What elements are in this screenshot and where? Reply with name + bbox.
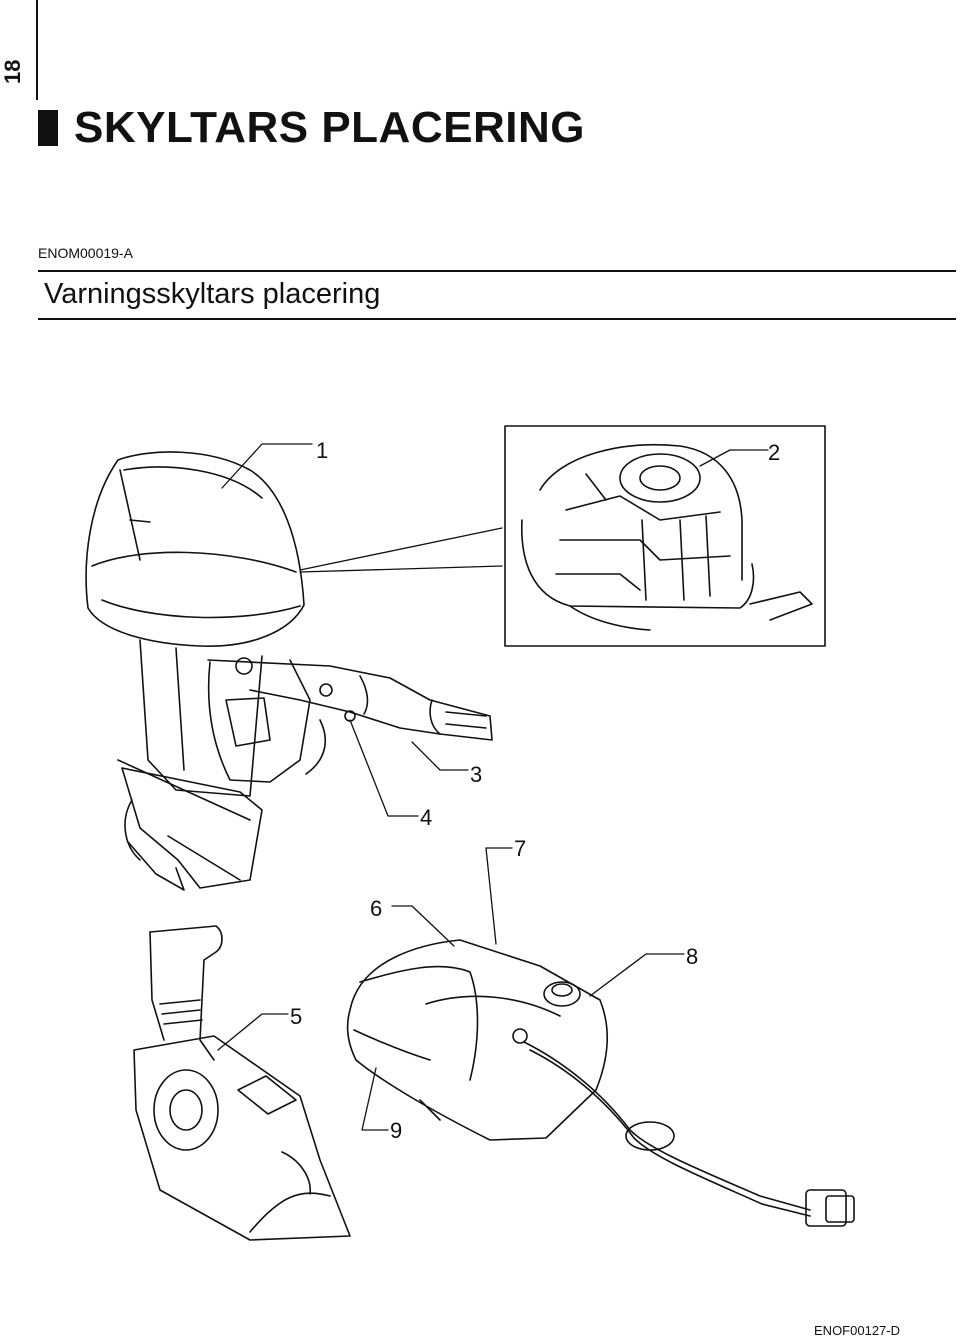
powerhead-drawing bbox=[521, 443, 813, 631]
callout-2: 2 bbox=[768, 440, 780, 465]
page-number: 18 bbox=[0, 59, 25, 84]
remote-control-drawing bbox=[133, 925, 351, 1241]
callout-5: 5 bbox=[290, 1004, 302, 1029]
callout-4: 4 bbox=[420, 805, 432, 830]
section-title: Varningsskyltars placering bbox=[44, 278, 381, 310]
page-title: SKYLTARS PLACERING bbox=[74, 103, 585, 152]
fuel-tank-drawing bbox=[346, 939, 855, 1227]
section-rule-bottom bbox=[38, 318, 956, 320]
figure-code: ENOF00127-D bbox=[814, 1323, 900, 1338]
callout-8: 8 bbox=[686, 944, 698, 969]
callout-7: 7 bbox=[514, 836, 526, 861]
section-rule-top bbox=[38, 270, 956, 272]
callout-1: 1 bbox=[316, 438, 328, 463]
section-code: ENOM00019-A bbox=[38, 245, 133, 261]
callout-3: 3 bbox=[470, 762, 482, 787]
margin-rule bbox=[36, 0, 38, 100]
callout-9: 9 bbox=[390, 1118, 402, 1143]
label-location-illustration: 1 2 3 4 5 6 7 8 9 bbox=[85, 425, 855, 1241]
outboard-motor-drawing bbox=[85, 451, 493, 891]
title-marker bbox=[38, 110, 58, 146]
inset-frame bbox=[504, 425, 826, 647]
callout-6: 6 bbox=[370, 896, 382, 921]
leader-lines bbox=[217, 443, 769, 1131]
